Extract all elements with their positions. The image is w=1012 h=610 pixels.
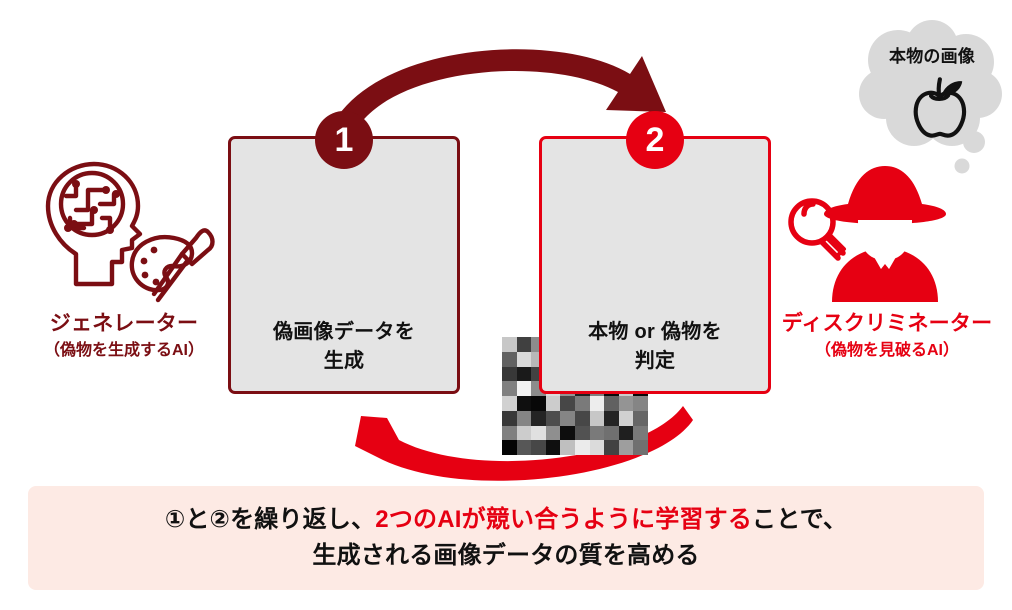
noise-cell (516, 440, 532, 455)
generator-label-sub: （偽物を生成するAI） (43, 342, 204, 360)
noise-cell (560, 410, 575, 426)
noise-cell (502, 351, 517, 367)
generator-label-main: ジェネレーター (49, 312, 199, 335)
noise-cell (545, 440, 561, 455)
noise-cell (516, 396, 532, 411)
generator-label: ジェネレーター （偽物を生成するAI） (12, 310, 236, 362)
noise-cell (516, 351, 532, 367)
noise-cell (618, 440, 634, 455)
noise-cell (502, 410, 517, 426)
discriminator-label-main: ディスクリミネーター (781, 312, 993, 335)
summary-caption-emphasis: 2つのAIが競い合うように学習する (375, 506, 753, 533)
noise-cell (516, 425, 532, 441)
noise-cell (560, 440, 575, 455)
noise-cell (531, 396, 546, 411)
step-1-caption: 偽画像データを 生成 (231, 318, 457, 375)
step-1-badge: 1 (315, 111, 373, 169)
step-1-caption-line-1: 偽画像データを (272, 321, 416, 344)
noise-cell (531, 410, 546, 426)
noise-cell (633, 396, 648, 411)
noise-cell (502, 425, 517, 441)
noise-cell (575, 425, 590, 441)
noise-cell (516, 337, 532, 352)
noise-cell (589, 425, 605, 441)
noise-cell (560, 396, 575, 411)
summary-caption-panel: ①と②を繰り返し、2つのAIが競い合うように学習することで、 生成される画像デー… (28, 486, 984, 590)
summary-caption-line-2: 生成される画像データの質を高める (312, 542, 700, 569)
noise-cell (589, 410, 605, 426)
discriminator-label-sub: （偽物を見破るAI） (814, 342, 959, 360)
step-2-box: 本物 or 偽物を 判定 (539, 136, 771, 394)
noise-cell (604, 425, 619, 441)
noise-cell (604, 440, 619, 455)
detective-magnifier-icon (788, 166, 946, 302)
step-2-caption-line-1: 本物 or 偽物を (588, 321, 722, 344)
noise-cell (560, 425, 575, 441)
noise-cell (618, 425, 634, 441)
noise-cell (516, 381, 532, 396)
thought-bubble (859, 20, 1002, 174)
noise-cell (618, 396, 634, 411)
noise-cell (516, 366, 532, 382)
step-1-caption-line-2: 生成 (323, 349, 365, 372)
summary-caption-part-1: ①と②を繰り返し、 (164, 506, 376, 533)
noise-cell (545, 410, 561, 426)
noise-cell (502, 440, 517, 455)
thought-bubble-label: 本物の画像 (889, 47, 975, 66)
noise-cell (502, 366, 517, 382)
noise-cell (604, 410, 619, 426)
noise-cell (502, 337, 517, 352)
ai-head-palette-brush-icon (45, 161, 215, 303)
generator-to-discriminator-arrow (338, 49, 666, 124)
noise-cell (531, 440, 546, 455)
step-2-caption-line-2: 判定 (634, 349, 676, 372)
summary-caption-line-1: ①と②を繰り返し、2つのAIが競い合うように学習することで、 (165, 502, 847, 538)
noise-cell (531, 425, 546, 441)
step-1-box: 偽画像データを 生成 (228, 136, 648, 455)
noise-cell (502, 381, 517, 396)
noise-cell (575, 396, 590, 411)
noise-cell (589, 440, 605, 455)
noise-cell (633, 410, 648, 426)
noise-cell (633, 425, 648, 441)
noise-cell (575, 410, 590, 426)
summary-caption-part-2: ことで、 (752, 506, 848, 533)
discriminator-to-generator-arrow (355, 406, 693, 481)
noise-cell (502, 396, 517, 411)
step-2-caption: 本物 or 偽物を 判定 (542, 318, 768, 375)
noise-cell (589, 396, 605, 411)
noise-cell (545, 425, 561, 441)
discriminator-label: ディスクリミネーター （偽物を見破るAI） (768, 310, 1006, 362)
noise-cell (604, 396, 619, 411)
noise-cell (545, 396, 561, 411)
noise-cell (575, 440, 590, 455)
noise-cell (618, 410, 634, 426)
noise-cell (633, 440, 648, 455)
noise-cell (516, 410, 532, 426)
step-2-badge: 2 (626, 111, 684, 169)
